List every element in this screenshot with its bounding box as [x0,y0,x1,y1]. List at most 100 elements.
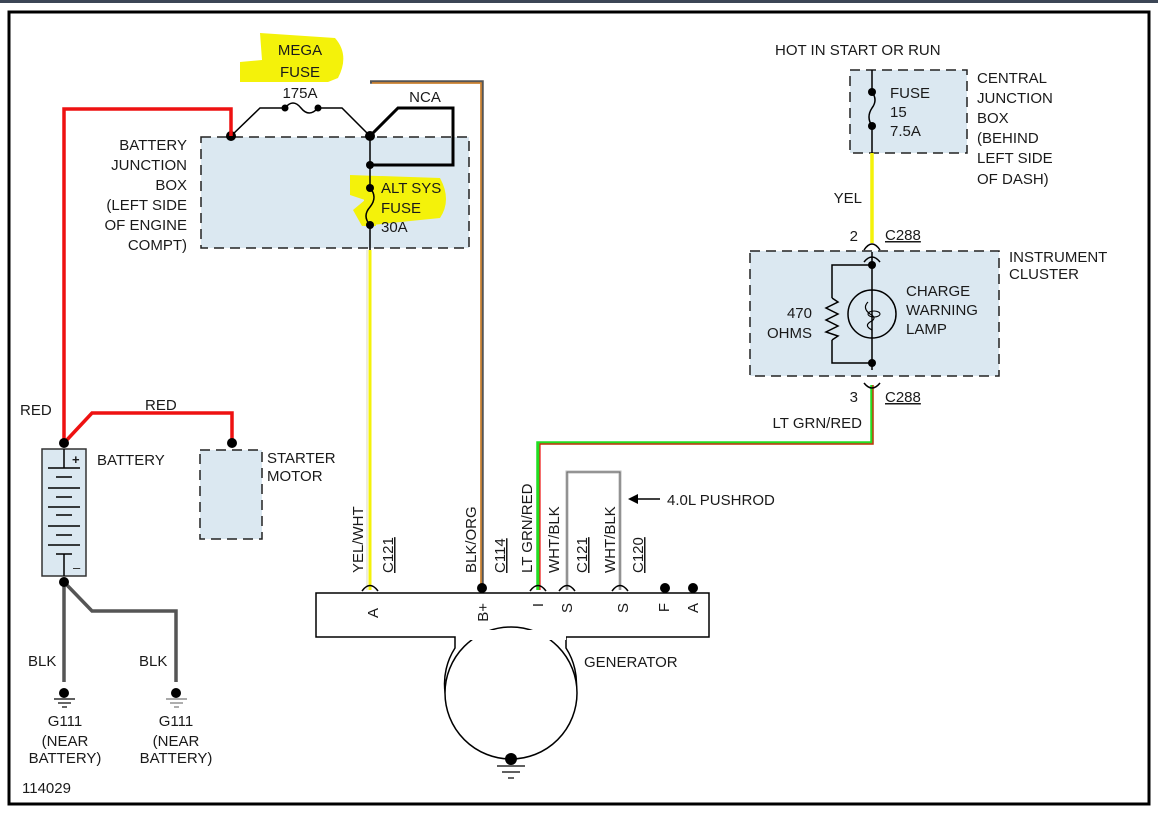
terminal-label: F [656,603,673,612]
ground-icon [497,765,525,779]
generator-ground-node [505,753,517,765]
battery-label: BATTERY [97,452,165,469]
battery-minus-sign: – [73,560,81,575]
mega-fuse-label-3: 175A [282,85,317,102]
connector-icon [611,584,629,592]
battery: + – BATTERY [41,448,165,577]
fuse-terminal [281,104,289,112]
ground-icon [166,698,187,708]
terminal-label: S [559,603,576,613]
generator: GENERATOR A B+ I S S F A [315,583,710,779]
cjb-label-line: LEFT SIDE [977,150,1053,167]
alt-sys-fuse-icon [365,187,375,226]
battery-cells-icon [48,467,80,555]
lamp-filament-icon [867,310,881,318]
lamp-filament-icon [864,301,875,331]
c121-s-connector: C121 [574,537,591,573]
bjb-label-line: JUNCTION [111,157,187,174]
generator-label: GENERATOR [584,654,678,671]
instrument-cluster: 470 OHMS CHARGE WARNING LAMP INSTRUMENT … [749,249,1107,377]
lamp-label: WARNING [906,302,978,319]
cjb-label-line: CENTRAL [977,70,1047,87]
c288-top-connector: C288 [885,227,921,244]
instrument-cluster-outline [749,250,1000,377]
junction-node [868,261,876,269]
wire-edge [566,471,621,590]
fuse-15-label: FUSE [890,85,930,102]
wire-stripe [539,385,874,590]
ground-icon [54,698,75,708]
fuse-terminal [868,88,876,96]
blk-org-label: BLK/ORG [463,506,480,573]
wire-stripe [372,82,482,590]
window-top-bar [0,0,1158,3]
fuse-terminal [366,184,374,192]
nca-label: NCA [409,89,441,106]
ground-node [171,688,181,698]
ground-location: (NEAR [153,733,200,750]
ground-location: BATTERY) [29,750,102,767]
cjb-label-line: (BEHIND [977,130,1039,147]
terminal-label: A [365,608,382,618]
battery-junction-box: MEGA FUSE 175A NCA ALT SYS FUSE 30A BATT… [104,33,470,254]
battery-plus-sign: + [72,452,80,467]
cjb-label-line: OF DASH) [977,171,1049,188]
blk-ground-wire-2 [62,580,178,682]
ground-location: BATTERY) [140,750,213,767]
mega-fuse-label-1: MEGA [278,42,322,59]
ground-node [59,688,69,698]
junction-node [366,161,374,169]
generator-circle [444,626,578,760]
connector-icon [361,584,379,592]
red-starter-wire-label: RED [145,397,177,414]
alt-sys-fuse-label-3: 30A [381,219,408,236]
mega-fuse-label-2: FUSE [280,64,320,81]
connector-icon [863,382,881,389]
yel-wire-label: YEL [834,190,862,207]
lt-grn-red-vert-label: LT GRN/RED [519,483,536,573]
lamp-label: CHARGE [906,283,970,300]
terminal-label: A [685,603,702,613]
bjb-label-line: BATTERY [119,137,187,154]
ground-g111-2: G111 (NEAR BATTERY) [140,688,213,767]
connector-icon [863,243,881,251]
charge-warning-lamp-icon [847,289,897,339]
blk-label-2: BLK [139,653,167,670]
bjb-label-line: (LEFT SIDE [106,197,187,214]
fuse-15-icon [868,91,876,127]
c120-connector: C120 [630,537,647,573]
blk-org-wire [370,80,484,590]
fuse-15-label: 7.5A [890,123,921,140]
fuse-15-label: 15 [890,104,907,121]
junction-node [365,131,375,141]
f-terminal [660,583,670,593]
mega-fuse-highlight [240,33,344,82]
alt-sys-fuse-label-2: FUSE [381,200,421,217]
red-wire-battery-to-bjb [62,107,233,443]
resistor-icon [824,297,840,341]
ground-location: (NEAR [42,733,89,750]
fuse-terminal [366,221,374,229]
lamp-label: LAMP [906,321,947,338]
resistor-unit: OHMS [767,325,812,342]
terminal-label: I [530,603,547,607]
starter-motor: STARTER MOTOR [199,449,336,540]
lt-grn-red-label: LT GRN/RED [773,415,863,432]
blk-label-1: BLK [28,653,56,670]
starter-terminal [227,438,237,448]
terminal-label: B+ [475,603,492,622]
connector-icon [529,584,547,592]
red-wire-to-starter [62,411,234,445]
starter-label-line: MOTOR [267,468,323,485]
cluster-label: INSTRUMENT [1009,249,1107,266]
cjb-label-line: BOX [977,110,1009,127]
wht-blk-label: WHT/BLK [602,506,619,573]
lt-grn-red-wire [536,385,874,590]
c288-bottom-connector: C288 [885,389,921,406]
bjb-label-line: BOX [155,177,187,194]
diagram-frame [7,10,1151,806]
nca-link-wire [368,106,455,167]
a-terminal [688,583,698,593]
resistor-value: 470 [787,305,812,322]
